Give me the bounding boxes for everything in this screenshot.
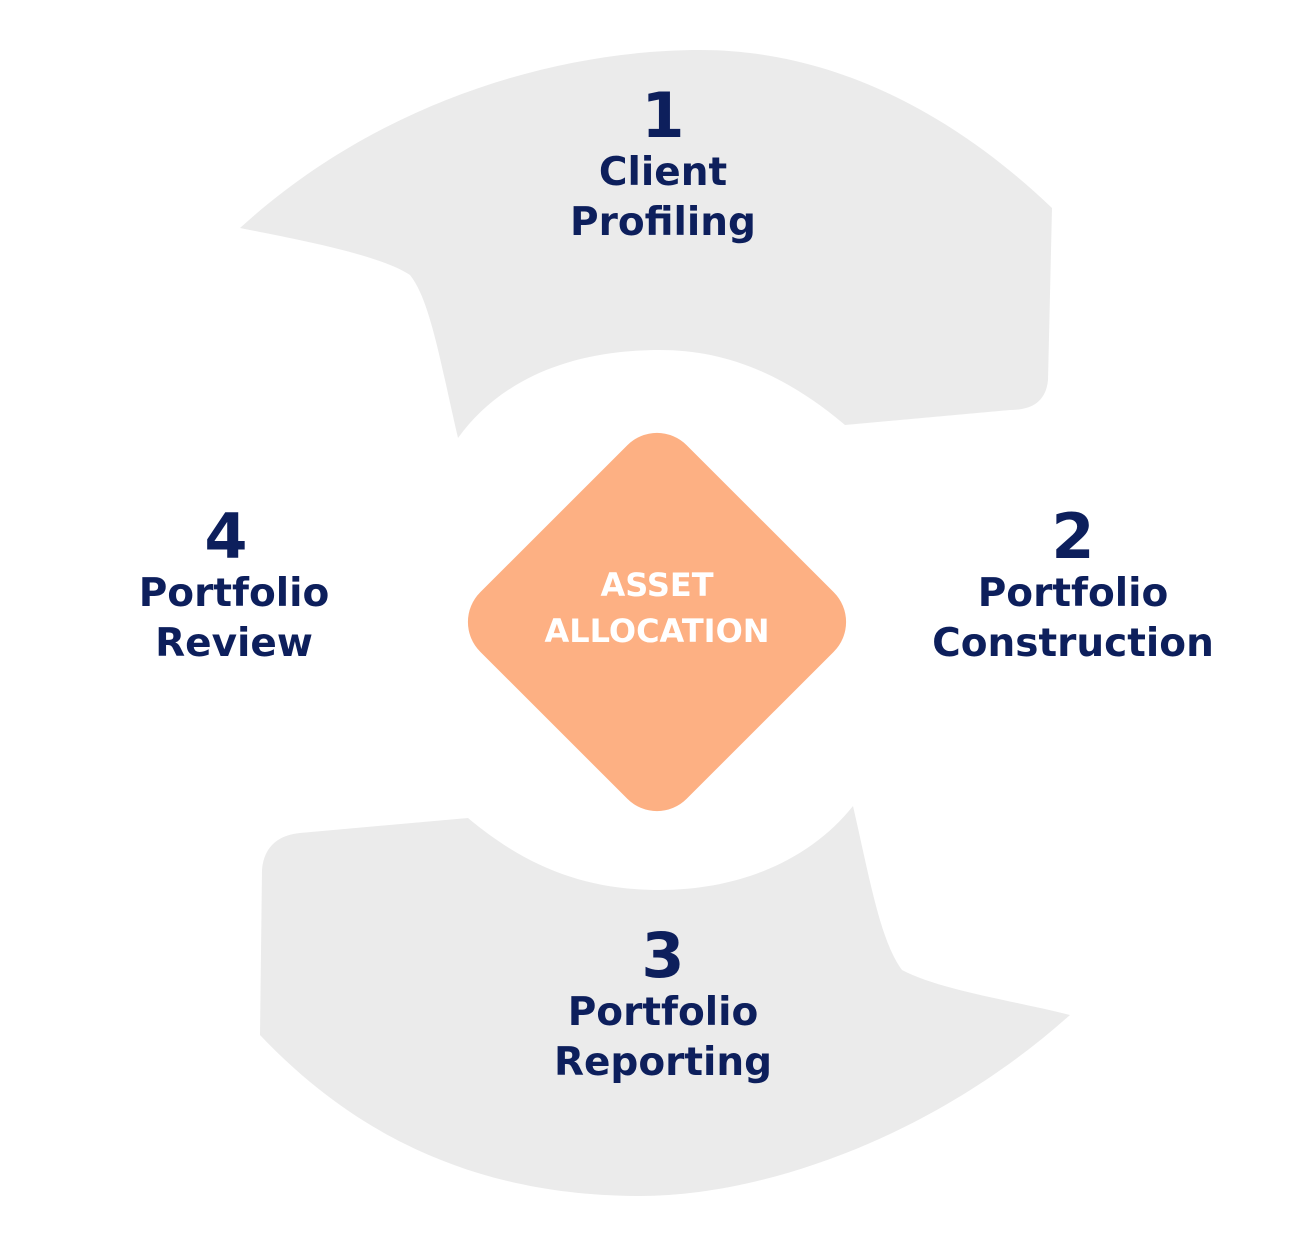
step-3-number: 3	[641, 919, 685, 992]
bottom-arc-arrow	[260, 806, 1070, 1196]
step-3-portfolio-reporting: 3 Portfolio Reporting	[503, 924, 823, 1088]
step-2-number: 2	[1051, 500, 1095, 573]
center-label-line1: ASSET	[600, 566, 714, 604]
center-label: ASSET ALLOCATION	[482, 562, 832, 654]
step-2-label-line1: Portfolio	[977, 571, 1169, 616]
step-1-client-profiling: 1 Client Profiling	[513, 84, 813, 248]
step-2-label-line2: Construction	[932, 621, 1214, 666]
step-4-label-line1: Portfolio	[138, 571, 330, 616]
step-1-label-line2: Profiling	[570, 200, 756, 245]
center-label-line2: ALLOCATION	[544, 612, 770, 650]
step-4-number: 4	[204, 500, 248, 573]
step-3-label-line1: Portfolio	[567, 990, 759, 1035]
top-arc-arrow	[240, 50, 1052, 438]
step-2-portfolio-construction: 2 Portfolio Construction	[915, 505, 1231, 669]
step-1-number: 1	[641, 79, 685, 152]
step-4-label-line2: Review	[155, 621, 313, 666]
step-3-label-line2: Reporting	[553, 1040, 773, 1085]
step-1-label-line1: Client	[598, 150, 728, 195]
center-diamond	[467, 432, 847, 812]
step-4-portfolio-review: 4 Portfolio Review	[104, 505, 364, 669]
